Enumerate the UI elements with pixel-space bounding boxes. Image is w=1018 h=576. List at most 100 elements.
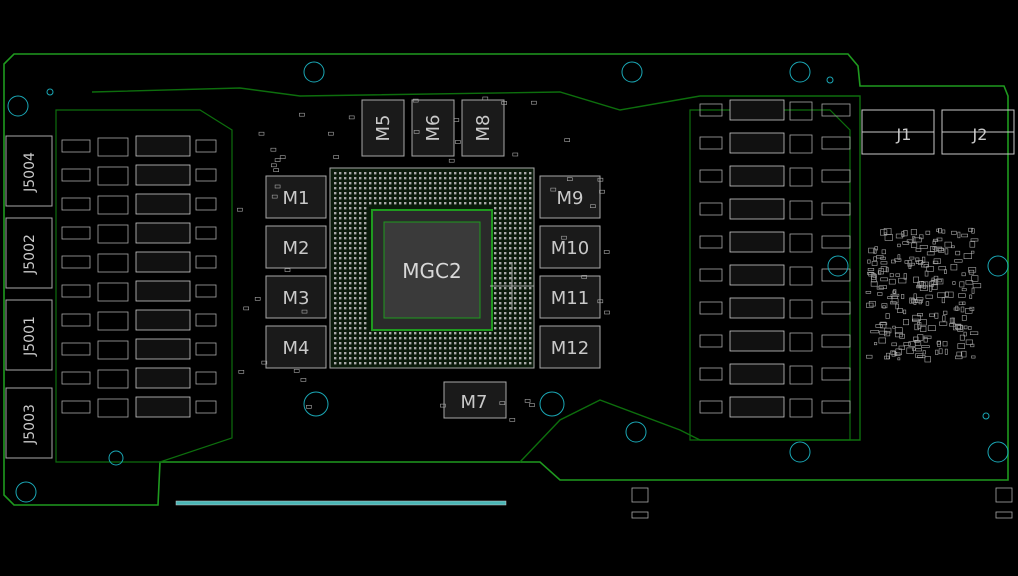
gpu-ball [364,287,367,290]
gpu-ball [529,317,532,320]
gpu-ball [489,337,492,340]
mounting-hole [827,255,849,277]
cluster-part [895,233,904,239]
gpu-ball [384,357,387,360]
cluster-part [953,323,962,331]
gpu-ball [349,302,352,305]
gpu-ball [444,357,447,360]
cluster-part [971,355,976,359]
cluster-part [971,275,979,282]
gpu-ball [454,347,457,350]
gpu-ball [349,317,352,320]
gpu-ball [489,202,492,205]
gpu-ball [444,182,447,185]
cluster-part [920,326,927,333]
gpu-ball [364,252,367,255]
gpu-ball [399,362,402,365]
gpu-ball [414,177,417,180]
gpu-ball [524,222,527,225]
gpu-ball [349,217,352,220]
gpu-ball [389,172,392,175]
gpu-ball [404,202,407,205]
cluster-part [942,315,946,322]
gpu-ball [414,357,417,360]
cluster-part [957,343,965,350]
gpu-ball [419,202,422,205]
cluster-part [960,306,965,313]
gpu-ball [344,262,347,265]
gpu-ball [374,202,377,205]
gpu-ball [364,212,367,215]
gpu-ball [489,357,492,360]
gpu-ball [509,292,512,295]
cluster-part [904,260,909,264]
gpu-ball [399,202,402,205]
cluster-part [884,327,892,334]
gpu-ball [424,197,427,200]
gpu-ball [519,217,522,220]
gpu-ball [369,202,372,205]
power-connector-j1: J1 [861,109,935,155]
gpu-ball [349,237,352,240]
gpu-ball [489,187,492,190]
gpu-ball [529,177,532,180]
memory-label-m4: M4 [283,338,310,359]
gpu-ball [349,192,352,195]
cluster-part [890,350,895,355]
gpu-ball [344,352,347,355]
cluster-part [884,331,891,337]
vrm-mosfet [789,332,813,352]
gpu-ball [409,337,412,340]
gpu-ball [414,337,417,340]
cluster-part [890,259,896,264]
gpu-ball [509,232,512,235]
gpu-ball [494,222,497,225]
gpu-ball [529,192,532,195]
vrm-inductor [135,396,191,418]
gpu-ball [494,347,497,350]
gpu-ball [334,307,337,310]
vrm-cap [699,202,723,216]
gpu-ball [499,207,502,210]
ground-plane-right [689,109,851,441]
gpu-ball [414,342,417,345]
gpu-ball [384,202,387,205]
cluster-part [934,312,939,319]
gpu-ball [454,337,457,340]
gpu-ball [524,282,527,285]
gpu-ball [349,207,352,210]
gpu-ball [529,362,532,365]
cluster-part [961,315,967,321]
gpu-ball [369,182,372,185]
gpu-ball [494,227,497,230]
gpu-ball [344,257,347,260]
gpu-ball [514,292,517,295]
cluster-part [953,307,960,311]
gpu-ball [504,332,507,335]
small-part [512,152,519,157]
gpu-ball [354,332,357,335]
gpu-ball [449,197,452,200]
gpu-ball [359,237,362,240]
gpu-ball [499,227,502,230]
cluster-part [878,337,887,344]
gpu-ball [529,342,532,345]
cluster-part [970,343,975,348]
cluster-part [906,347,914,354]
gpu-ball [519,257,522,260]
gpu-ball [509,337,512,340]
vrm-pad [61,284,91,298]
gpu-ball [469,352,472,355]
gpu-ball [444,362,447,365]
vrm-cap [195,342,217,356]
cluster-part [959,281,965,288]
gpu-ball [479,187,482,190]
gpu-ball [339,232,342,235]
gpu-ball [499,362,502,365]
cluster-part [902,319,909,326]
gpu-ball [339,252,342,255]
gpu-ball [429,197,432,200]
cluster-part [959,334,965,341]
gpu-ball [504,357,507,360]
cluster-part [895,303,899,310]
